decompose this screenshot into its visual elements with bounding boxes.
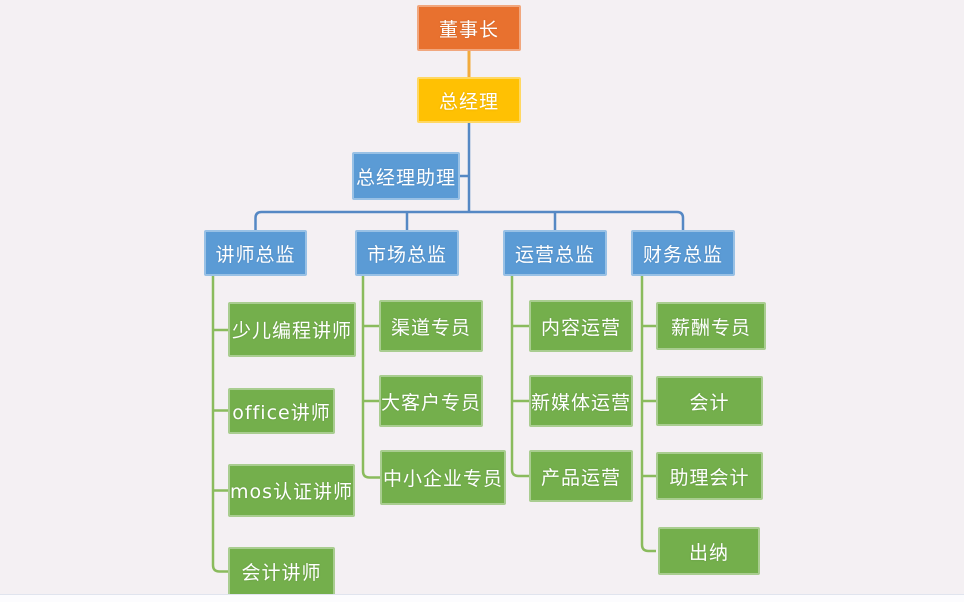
node-office-lecturer[interactable]: office讲师	[228, 388, 335, 434]
node-gm-assistant[interactable]: 总经理助理	[352, 152, 460, 200]
node-cashier[interactable]: 出纳	[658, 527, 760, 575]
connector-directors-rail	[254, 210, 685, 230]
bottom-strip	[0, 594, 964, 602]
node-accountant[interactable]: 会计	[656, 376, 763, 426]
node-product-operations[interactable]: 产品运营	[529, 450, 633, 502]
node-kids-coding-lecturer[interactable]: 少儿编程讲师	[228, 302, 356, 357]
node-general-manager[interactable]: 总经理	[417, 77, 521, 123]
node-key-account-specialist[interactable]: 大客户专员	[379, 375, 483, 427]
node-chairman[interactable]: 董事长	[417, 5, 521, 51]
node-director-finance[interactable]: 财务总监	[631, 230, 735, 276]
node-accounting-lecturer[interactable]: 会计讲师	[228, 547, 335, 596]
node-director-marketing[interactable]: 市场总监	[355, 230, 459, 276]
node-assistant-accountant[interactable]: 助理会计	[656, 452, 763, 500]
connector-marketing-branch	[361, 276, 380, 479]
connector-operations-branch	[510, 276, 529, 478]
node-payroll-specialist[interactable]: 薪酬专员	[656, 302, 766, 350]
connector-lecturer-branch	[211, 276, 228, 573]
node-sme-specialist[interactable]: 中小企业专员	[380, 450, 506, 505]
node-new-media-operations[interactable]: 新媒体运营	[529, 375, 633, 427]
connector-finance-branch	[640, 276, 656, 553]
node-mos-cert-lecturer[interactable]: mos认证讲师	[228, 464, 355, 517]
node-director-lecturer[interactable]: 讲师总监	[204, 230, 307, 276]
node-channel-specialist[interactable]: 渠道专员	[379, 300, 483, 352]
node-content-operations[interactable]: 内容运营	[529, 300, 633, 352]
node-director-operations[interactable]: 运营总监	[503, 230, 607, 276]
